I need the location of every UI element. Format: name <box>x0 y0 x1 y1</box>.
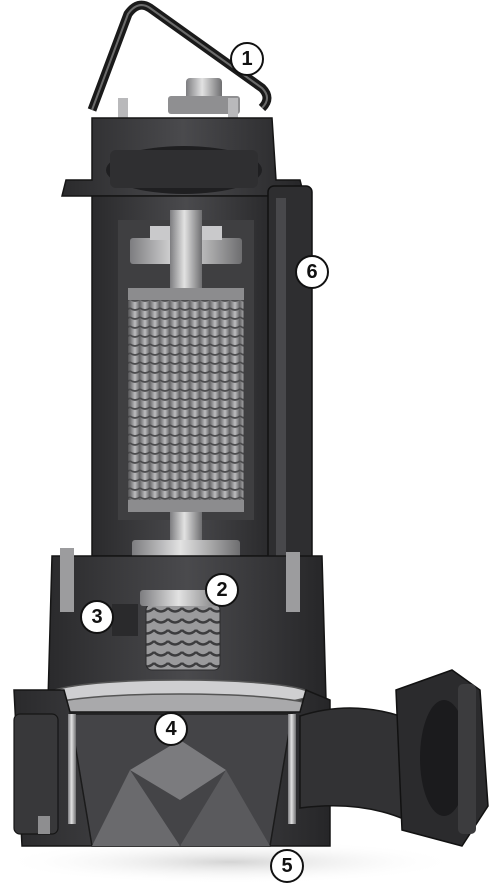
callout-5: 5 <box>270 849 304 883</box>
callout-4: 4 <box>154 712 188 746</box>
stator-coil <box>127 297 245 505</box>
callout-3: 3 <box>80 600 114 634</box>
cooling-jacket <box>267 185 313 565</box>
floor-shadow <box>0 840 460 884</box>
outlet-pipe <box>299 707 407 822</box>
callout-6: 6 <box>295 255 329 289</box>
inlet-opening <box>13 713 59 835</box>
callout-1: 1 <box>230 42 264 76</box>
callout-2: 2 <box>205 573 239 607</box>
mechanical-seal <box>145 603 221 671</box>
